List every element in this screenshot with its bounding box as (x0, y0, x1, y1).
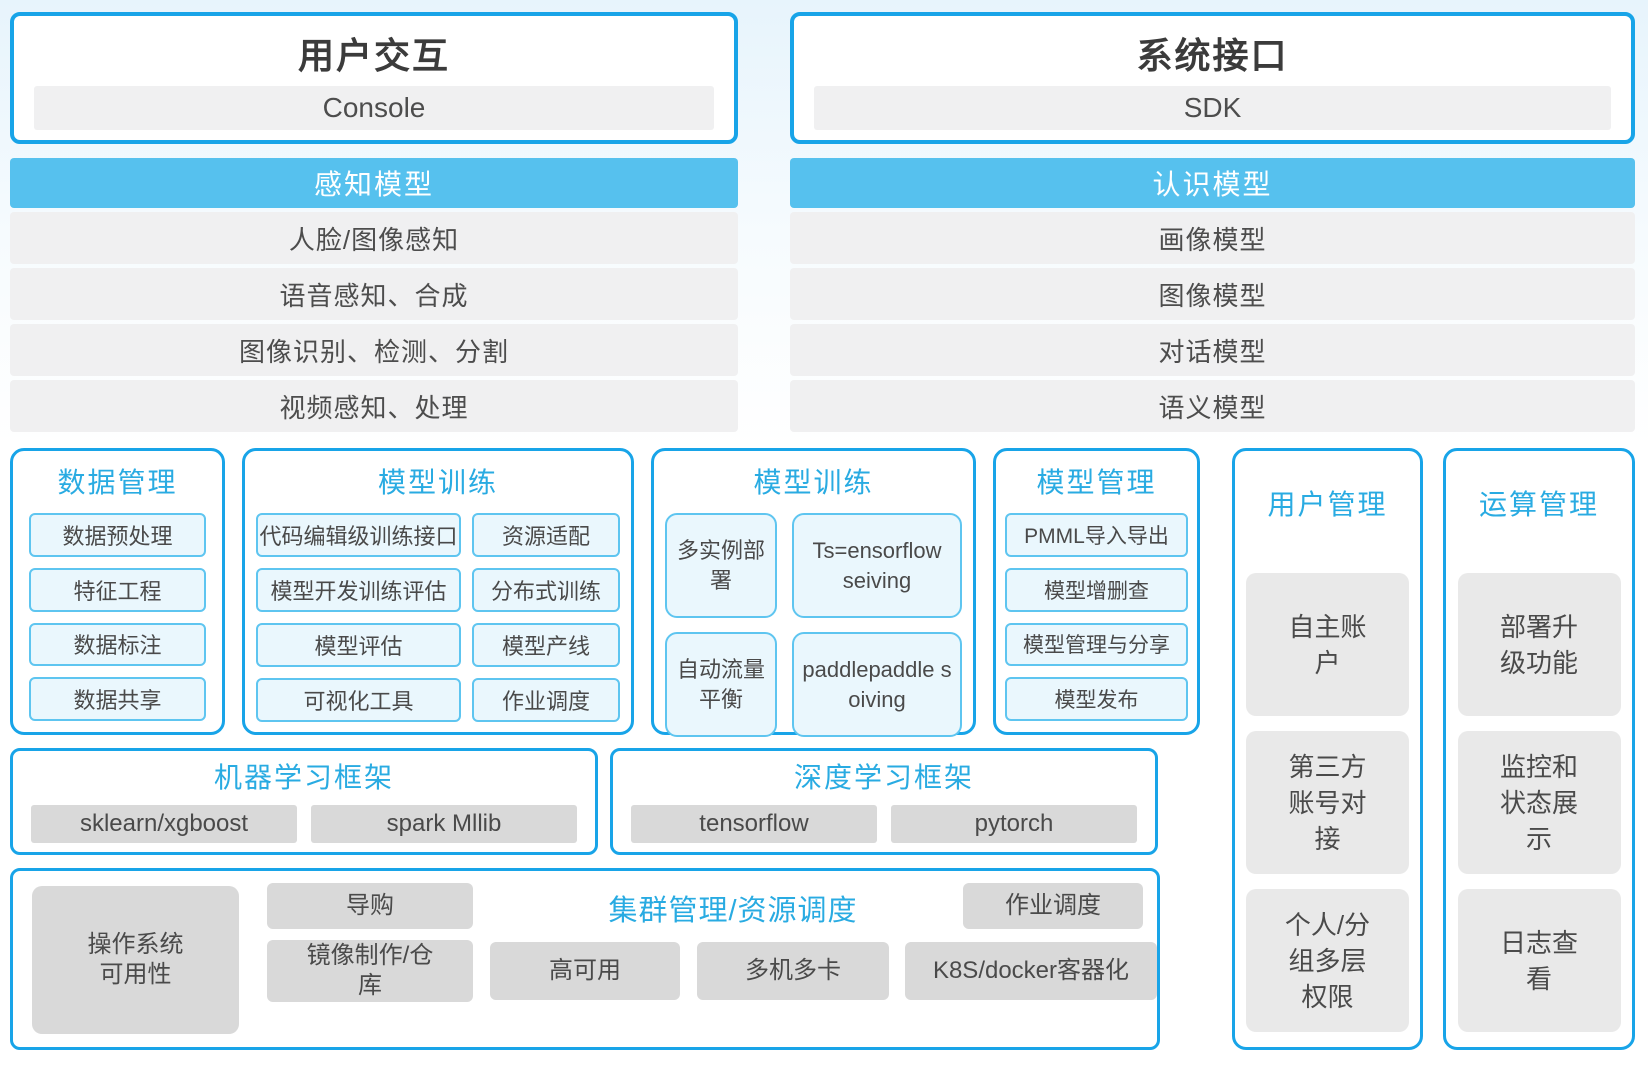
sdk-bar: SDK (814, 86, 1611, 130)
data-management-item: 数据预处理 (29, 513, 206, 557)
data-management-item: 数据标注 (29, 622, 206, 667)
model-training-item: 资源适配 (472, 513, 620, 557)
model-training-item: 分布式训练 (472, 568, 620, 612)
perception-row: 视频感知、处理 (10, 380, 738, 432)
user-interaction-title: 用户交互 (297, 35, 450, 76)
ml-framework-items: sklearn/xgboost spark Mllib (13, 805, 595, 843)
perception-model-header: 感知模型 (10, 158, 738, 208)
console-bar: Console (34, 86, 714, 130)
ml-framework-item: spark Mllib (311, 805, 577, 843)
system-interface-column: 系统接口 SDK 认识模型 画像模型 图像模型 对话模型 语义模型 (790, 12, 1635, 432)
data-management-item: 特征工程 (29, 567, 206, 612)
image-build-repo-item: 镜像制作/仓库 (267, 940, 473, 1002)
data-management-item: 数据共享 (29, 677, 206, 721)
model-training-box-1: 模型训练 代码编辑级训练接口 资源适配 模型开发训练评估 分布式训练 模型评估 … (242, 448, 634, 735)
operations-management-box: 运算管理 部署升级功能 监控和状态展示 日志查看 (1443, 448, 1635, 1050)
cognition-row: 对话模型 (790, 324, 1635, 376)
model-training-item: 模型开发训练评估 (256, 568, 461, 612)
perception-row: 图像识别、检测、分割 (10, 324, 738, 376)
model-management-item: 模型管理与分享 (1005, 622, 1188, 667)
dl-framework-items: tensorflow pytorch (613, 805, 1155, 843)
dl-framework-title: 深度学习框架 (793, 762, 974, 793)
top-section: 用户交互 Console 感知模型 人脸/图像感知 语音感知、合成 图像识别、检… (0, 0, 1648, 432)
model-serving-item: 自动流量平衡 (665, 632, 777, 737)
operations-management-title: 运算管理 (1478, 489, 1599, 520)
model-training-box-2: 模型训练 多实例部署 Ts=ensorflow seiving 自动流量平衡 p… (651, 448, 976, 737)
model-training-item: 作业调度 (472, 678, 620, 722)
system-interface-title: 系统接口 (1136, 35, 1289, 76)
user-interaction-panel: 用户交互 Console (10, 12, 738, 144)
model-training-item: 可视化工具 (256, 678, 461, 722)
dl-framework-box: 深度学习框架 tensorflow pytorch (610, 748, 1158, 855)
perception-row: 人脸/图像感知 (10, 212, 738, 264)
model-management-box: 模型管理 PMML导入导出 模型增删查 模型管理与分享 模型发布 (993, 448, 1200, 735)
dl-framework-item: tensorflow (631, 805, 877, 843)
model-management-item: PMML导入导出 (1005, 513, 1188, 557)
operations-management-item: 部署升级功能 (1457, 573, 1621, 716)
cluster-management-box: 操作系统可用性 导购 集群管理/资源调度 作业调度 镜像制作/仓库 高可用 多机… (10, 868, 1160, 1050)
ml-framework-box: 机器学习框架 sklearn/xgboost spark Mllib (10, 748, 598, 855)
cognition-row: 图像模型 (790, 268, 1635, 320)
user-management-item: 个人/分组多层权限 (1246, 889, 1409, 1032)
model-serving-item: paddlepaddle soiving (792, 632, 962, 737)
user-interaction-column: 用户交互 Console 感知模型 人脸/图像感知 语音感知、合成 图像识别、检… (10, 12, 738, 432)
model-training-item: 模型评估 (256, 623, 461, 667)
multi-machine-card-item: 多机多卡 (697, 942, 889, 1000)
os-availability-item: 操作系统可用性 (32, 886, 239, 1034)
data-management-box: 数据管理 数据预处理 特征工程 数据标注 数据共享 (10, 448, 225, 735)
model-serving-item: 多实例部署 (665, 513, 777, 618)
model-training-1-grid: 代码编辑级训练接口 资源适配 模型开发训练评估 分布式训练 模型评估 模型产线 … (256, 513, 620, 722)
model-management-title: 模型管理 (1036, 467, 1157, 498)
ml-framework-title: 机器学习框架 (213, 762, 394, 793)
lower-section: 数据管理 数据预处理 特征工程 数据标注 数据共享 模型训练 代码编辑级训练接口… (10, 448, 1648, 1050)
operations-management-item: 监控和状态展示 (1457, 731, 1621, 874)
model-training-2-title: 模型训练 (753, 467, 874, 498)
system-interface-panel: 系统接口 SDK (790, 12, 1635, 144)
shopping-guide-item: 导购 (267, 883, 473, 929)
framework-row: 机器学习框架 sklearn/xgboost spark Mllib 深度学习框… (10, 748, 1202, 855)
k8s-docker-item: K8S/docker客器化 (905, 942, 1157, 1000)
ml-framework-item: sklearn/xgboost (31, 805, 297, 843)
model-training-item: 代码编辑级训练接口 (256, 513, 461, 557)
cluster-management-title: 集群管理/资源调度 (608, 895, 858, 927)
user-management-box: 用户管理 自主账户 第三方账号对接 个人/分组多层权限 (1232, 448, 1423, 1050)
model-training-2-grid: 多实例部署 Ts=ensorflow seiving 自动流量平衡 paddle… (665, 513, 962, 737)
cognition-row: 画像模型 (790, 212, 1635, 264)
user-management-title: 用户管理 (1267, 489, 1388, 520)
model-training-item: 模型产线 (472, 623, 620, 667)
job-schedule-item: 作业调度 (963, 883, 1143, 929)
cognition-row: 语义模型 (790, 380, 1635, 432)
capability-boxes-row: 数据管理 数据预处理 特征工程 数据标注 数据共享 模型训练 代码编辑级训练接口… (10, 448, 1202, 737)
high-availability-item: 高可用 (490, 942, 680, 1000)
perception-row: 语音感知、合成 (10, 268, 738, 320)
user-management-item: 自主账户 (1246, 573, 1409, 716)
platform-core-area: 数据管理 数据预处理 特征工程 数据标注 数据共享 模型训练 代码编辑级训练接口… (10, 448, 1202, 1050)
model-serving-item: Ts=ensorflow seiving (792, 513, 962, 618)
data-management-title: 数据管理 (57, 467, 178, 498)
cognition-model-header: 认识模型 (790, 158, 1635, 208)
model-training-1-title: 模型训练 (377, 467, 498, 498)
model-management-item: 模型发布 (1005, 677, 1188, 721)
operations-management-item: 日志查看 (1457, 889, 1621, 1032)
user-management-item: 第三方账号对接 (1246, 731, 1409, 874)
model-management-item: 模型增删查 (1005, 567, 1188, 612)
dl-framework-item: pytorch (891, 805, 1137, 843)
